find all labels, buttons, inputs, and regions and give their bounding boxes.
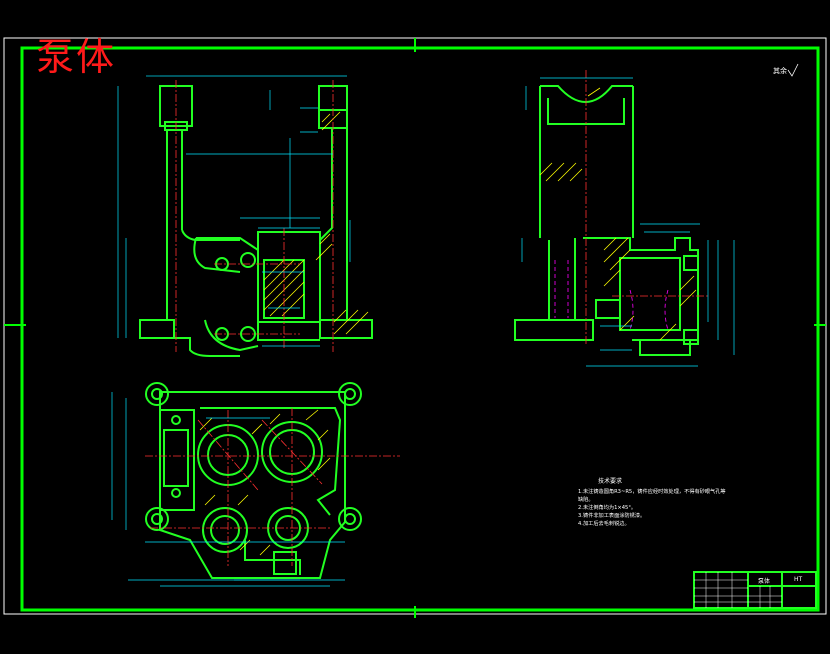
front-view [139, 85, 373, 357]
notes-title: 技术要求 [598, 478, 623, 485]
centering-mark-icon [4, 38, 826, 618]
title-block-grid [694, 572, 782, 608]
title-block-part-name: 泵体 [758, 578, 771, 585]
top-view [145, 382, 362, 579]
drawing-title: 泵体 [36, 35, 117, 79]
note-line: 缺陷。 [578, 497, 594, 503]
side-view [514, 85, 699, 356]
title-block-code: HT [794, 576, 803, 583]
front-view-centerlines [175, 80, 334, 352]
roughness-note: 其余 [773, 67, 787, 75]
side-view-hatch [539, 87, 697, 341]
side-view-hidden-lines [554, 260, 669, 331]
roughness-symbol-icon [787, 63, 799, 77]
drawing-frame [20, 46, 820, 612]
technical-requirements: 技术要求 1.未注铸造圆角R3~R5，铸件应经时效处理，不得有砂眼气孔等 缺陷。… [578, 478, 726, 528]
front-view-dimensions [117, 75, 351, 347]
top-view-centerlines [145, 408, 400, 566]
note-line: 2.未注倒角均为1×45°。 [578, 505, 637, 511]
side-view-centerlines [585, 70, 710, 345]
top-view-hatch [199, 409, 331, 556]
note-line: 3.铸件非加工表面涂防锈漆。 [578, 513, 646, 519]
top-view-dimensions [111, 392, 345, 587]
front-view-hatch [263, 111, 369, 335]
note-line: 4.加工后去毛刺锐边。 [578, 521, 630, 527]
side-view-dimensions [521, 77, 735, 367]
note-line: 1.未注铸造圆角R3~R5，铸件应经时效处理，不得有砂眼气孔等 [578, 489, 726, 495]
